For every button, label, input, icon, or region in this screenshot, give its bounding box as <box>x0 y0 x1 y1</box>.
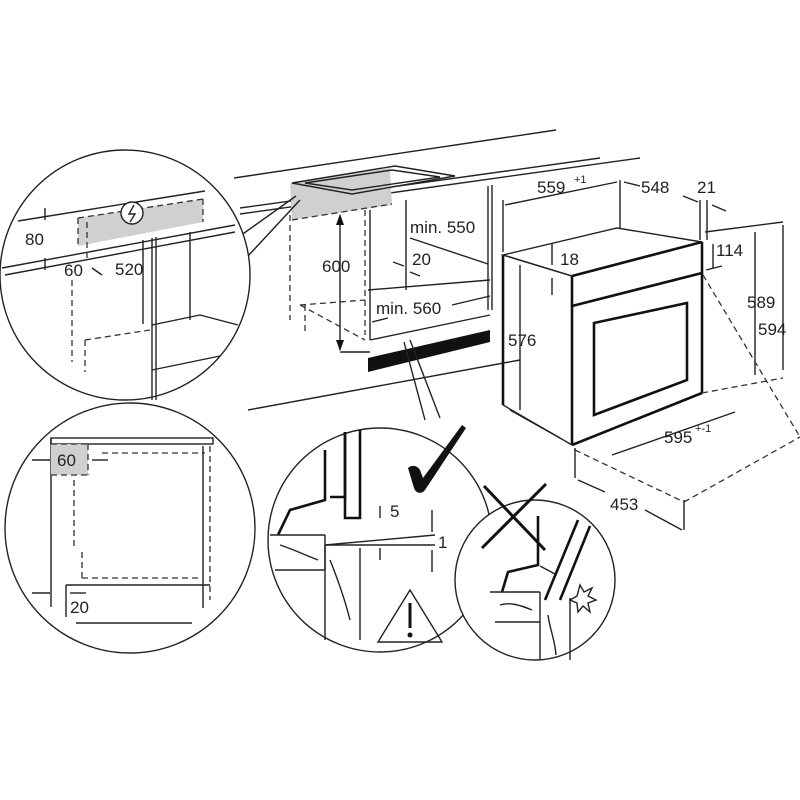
checkmark-icon <box>408 425 466 493</box>
cabinet-dimensions: 600 min. 550 20 min. 560 <box>322 214 491 351</box>
gap-bottom-label: 1 <box>438 533 447 552</box>
door-swing-label: 453 <box>610 495 638 514</box>
gap-top-label: 5 <box>390 502 399 521</box>
panel-height-label: 114 <box>716 241 743 260</box>
countertop <box>233 129 641 411</box>
strip-depth-label: 60 <box>64 261 83 280</box>
collision-star-icon <box>568 583 598 614</box>
oven-total-height-label: 594 <box>758 320 786 339</box>
callout-line <box>409 339 441 419</box>
oven-dimensions: 559 +1 548 21 18 114 576 589 594 595 +-1… <box>502 174 800 531</box>
oven-width-tolerance: +-1 <box>695 423 711 435</box>
oven-depth-tolerance: +1 <box>574 174 587 186</box>
strip-height-label: 80 <box>25 230 44 249</box>
oven <box>500 227 704 447</box>
callout-line <box>247 199 301 257</box>
oven-body-depth-label: 548 <box>641 178 669 197</box>
cabinet-gap-label: 20 <box>412 250 431 269</box>
oven-inner-height-label: 589 <box>747 293 775 312</box>
hob-cutout <box>290 165 456 221</box>
warning-triangle-icon <box>376 588 444 643</box>
detail-correct: 5 1 <box>267 425 493 653</box>
top-offset-label: 18 <box>560 250 579 269</box>
electrical-icon <box>120 201 144 225</box>
front-thickness-label: 21 <box>697 178 716 197</box>
callout-line <box>239 195 297 237</box>
oven-depth-label: 559 <box>537 178 565 197</box>
bottom-clearance-label: 20 <box>70 598 89 617</box>
clearance-label: 520 <box>115 260 143 279</box>
oven-side-height-label: 576 <box>508 331 536 350</box>
cabinet <box>289 185 493 372</box>
detail-bottom-left: 60 20 <box>4 402 256 654</box>
cabinet-width-label: min. 560 <box>376 299 441 318</box>
oven-width-label: 595 <box>664 428 692 447</box>
detail-incorrect <box>454 482 616 661</box>
callout-line <box>403 341 426 421</box>
side-clearance-label: 60 <box>57 451 76 470</box>
cabinet-depth-label: min. 550 <box>410 218 475 237</box>
cabinet-height-label: 600 <box>322 257 350 276</box>
cross-icon <box>482 484 547 552</box>
detail-top-left: 80 60 520 <box>0 149 251 401</box>
lightning-bolt-icon <box>127 204 137 223</box>
